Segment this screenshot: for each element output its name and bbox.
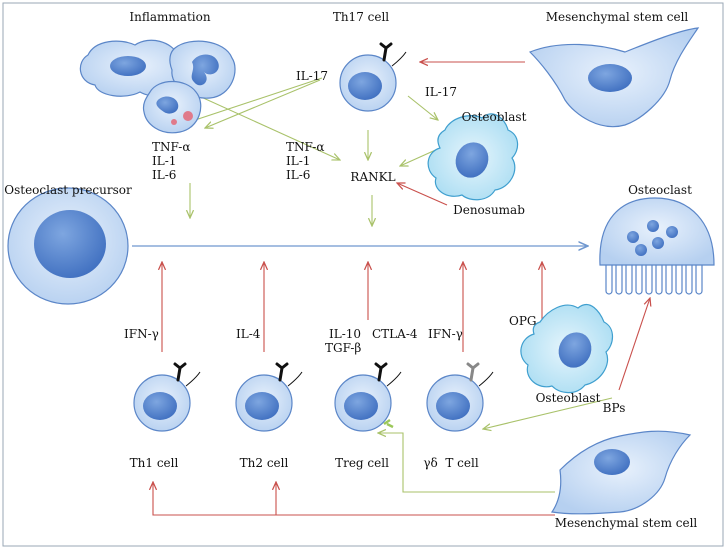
label-th17-cell: Th17 cell (333, 10, 389, 24)
granule (183, 111, 193, 121)
label-tnf-left: TNF-α (152, 140, 190, 154)
osteoblast-top-cell (427, 113, 519, 201)
label-opg: OPG (509, 314, 537, 328)
msc-top-cell (528, 27, 700, 128)
label-th2-cell: Th2 cell (240, 456, 289, 470)
label-il1-mid: IL-1 (286, 154, 310, 168)
treg-cell (334, 362, 402, 432)
gamma-delta-t-cell (426, 362, 494, 432)
th1-cell (133, 362, 201, 432)
th17-cell (339, 42, 407, 112)
label-osteoblast-bottom: Osteoblast (536, 391, 601, 405)
osteoclast-precursor-cell (7, 187, 129, 305)
arrow-msc-to-th1 (153, 482, 555, 516)
label-th1-cell: Th1 cell (130, 456, 179, 470)
arrow-il17-to-osteoblast (407, 95, 438, 120)
label-msc-top: Mesenchymal stem cell (546, 10, 689, 24)
label-inflammation: Inflammation (129, 10, 210, 24)
label-msc-bottom: Mesenchymal stem cell (555, 516, 698, 530)
label-tgf: TGF-β (325, 341, 361, 355)
label-tnf-mid: TNF-α (286, 140, 324, 154)
inhibitory-arrows (153, 62, 650, 516)
granule (171, 119, 177, 125)
label-treg-cell: Treg cell (335, 456, 389, 470)
neutrophil-nucleus (191, 54, 219, 86)
tcr-receptor (379, 42, 393, 62)
osteoclast-ruffled-border (605, 265, 703, 295)
label-bps: BPs (603, 401, 626, 415)
osteoblast-bottom-cell (520, 303, 614, 394)
inflammation-cells (79, 39, 236, 134)
label-il1-left: IL-1 (152, 154, 176, 168)
label-rankl: RANKL (350, 170, 395, 184)
label-gd-t-cell: γδ T cell (423, 456, 479, 470)
label-osteoclast: Osteoclast (628, 183, 692, 197)
label-denosumab: Denosumab (453, 203, 525, 217)
label-ifn-th1: IFN-γ (124, 327, 159, 341)
ctla4-receptor (383, 418, 394, 429)
label-il10: IL-10 (329, 327, 361, 341)
arrow-denosumab (397, 183, 448, 206)
arrow-msc-to-treg (378, 433, 555, 493)
arrow-bps-inhibit (618, 298, 650, 391)
label-ctla4: CTLA-4 (372, 327, 418, 341)
label-il4: IL-4 (236, 327, 261, 341)
label-il6-left: IL-6 (152, 168, 176, 182)
label-il17-right: IL-17 (425, 85, 457, 99)
label-osteoclast-precursor: Osteoclast precursor (4, 183, 132, 197)
th2-cell (235, 362, 303, 432)
eosinophil-nucleus (156, 96, 179, 114)
osteoclast-cell (599, 197, 715, 295)
label-ifn-gd: IFN-γ (428, 327, 463, 341)
arrow-msc-to-gd (483, 397, 613, 429)
msc-bottom-cell (550, 430, 692, 515)
label-osteoblast-top: Osteoblast (462, 110, 527, 124)
label-il6-mid: IL-6 (286, 168, 310, 182)
label-il17-left: IL-17 (296, 69, 328, 83)
macrophage-nucleus (110, 56, 146, 76)
arrow-il17-to-inflammation (205, 79, 321, 128)
